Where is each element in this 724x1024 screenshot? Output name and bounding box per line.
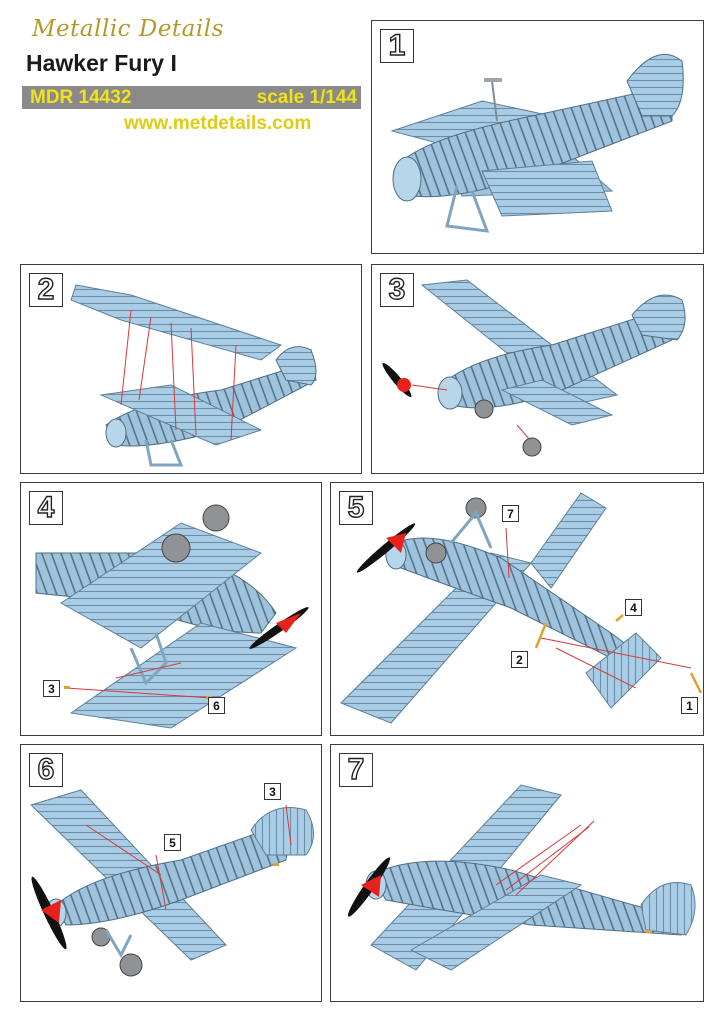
product-bar: MDR 14432 scale 1/144 — [22, 86, 361, 109]
step-5-callout-2: 2 — [511, 651, 528, 668]
website-url: www.metdetails.com — [124, 113, 312, 134]
step-4-callout-3: 3 — [43, 680, 60, 697]
step-6-callout-5: 5 — [164, 834, 181, 851]
step-5-callout-1: 1 — [681, 697, 698, 714]
product-scale: scale 1/144 — [256, 86, 357, 108]
step-1-panel: 1 — [371, 20, 704, 254]
step-7-panel: 7 — [330, 744, 704, 1002]
step-3-number: 3 — [380, 272, 414, 307]
step-1-illustration — [390, 53, 684, 233]
step-6-panel: 6 3 5 — [20, 744, 322, 1002]
step-7-number: 7 — [339, 752, 373, 787]
step-4-number: 4 — [29, 490, 63, 525]
model-title: Hawker Fury I — [26, 50, 177, 76]
step-5-callout-7: 7 — [502, 505, 519, 522]
step-7-illustration — [347, 784, 696, 971]
step-2-illustration — [70, 284, 317, 467]
product-code: MDR 14432 — [30, 86, 132, 108]
step-3-panel: 3 — [371, 264, 704, 474]
step-2-panel: 2 — [20, 264, 362, 474]
step-1-number: 1 — [380, 28, 414, 63]
step-3-illustration — [382, 279, 686, 457]
step-6-number: 6 — [29, 752, 63, 787]
step-5-illustration — [340, 492, 703, 724]
step-5-number: 5 — [339, 490, 373, 525]
step-4-callout-6: 6 — [208, 697, 225, 714]
step-6-illustration — [30, 789, 314, 977]
step-5-panel: 5 7 4 2 1 — [330, 482, 704, 736]
step-4-panel: 4 3 6 — [20, 482, 322, 736]
step-5-callout-4: 4 — [625, 599, 642, 616]
step-4-illustration — [35, 504, 309, 729]
step-2-number: 2 — [29, 272, 63, 307]
step-6-callout-3: 3 — [264, 783, 281, 800]
brand-logo: Metallic Details — [32, 16, 224, 42]
